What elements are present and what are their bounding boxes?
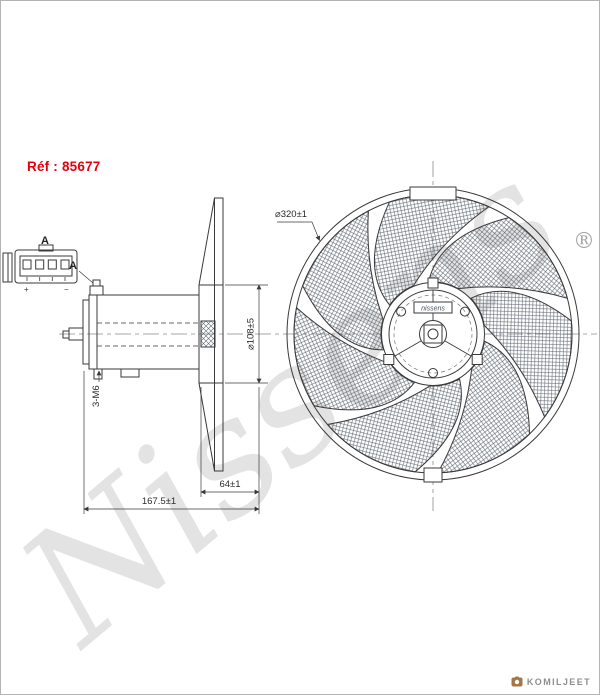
hub-brand-text: nissens [421, 306, 445, 313]
polarity-plus: + [24, 285, 29, 294]
fan-front-view: nissens [265, 158, 599, 499]
hub-center [419, 320, 447, 348]
motor-terminal [78, 270, 104, 296]
dim-hub-diameter: ⌀108±5 [246, 318, 257, 350]
hub-mount-lugs [383, 277, 483, 365]
dim-mount-thread: 3-M6 [91, 385, 102, 407]
registered-trademark-symbol: ® [573, 229, 595, 254]
connector-pins [22, 259, 70, 270]
footer-brand: KOMILJEET [511, 676, 591, 688]
connector-pin-ticks [26, 277, 66, 281]
shroud-bottom-tab [423, 467, 443, 483]
dimensions [83, 221, 321, 514]
dim-fan-depth: 64±1 [219, 479, 240, 490]
dimension-texts: ⌀320±1 ⌀108±5 64±1 167.5±1 3-M6 [91, 209, 307, 507]
dim-total-length: 167.5±1 [142, 496, 176, 507]
hub-bolt-holes [396, 306, 470, 378]
hub-brand-plate [413, 301, 453, 314]
komiljeet-icon [511, 676, 523, 687]
reference-number: Réf : 85677 [27, 159, 101, 174]
connector-detail: A + − [2, 235, 78, 294]
shroud-top-tab [409, 186, 457, 201]
footer-brand-label: KOMILJEET [526, 677, 591, 687]
dim-fan-diameter: ⌀320±1 [275, 209, 307, 220]
polarity-minus: − [64, 285, 69, 294]
motor-side-view [62, 197, 224, 472]
connector-view-label: A [41, 235, 49, 247]
terminal-ref-label: A [69, 260, 77, 272]
